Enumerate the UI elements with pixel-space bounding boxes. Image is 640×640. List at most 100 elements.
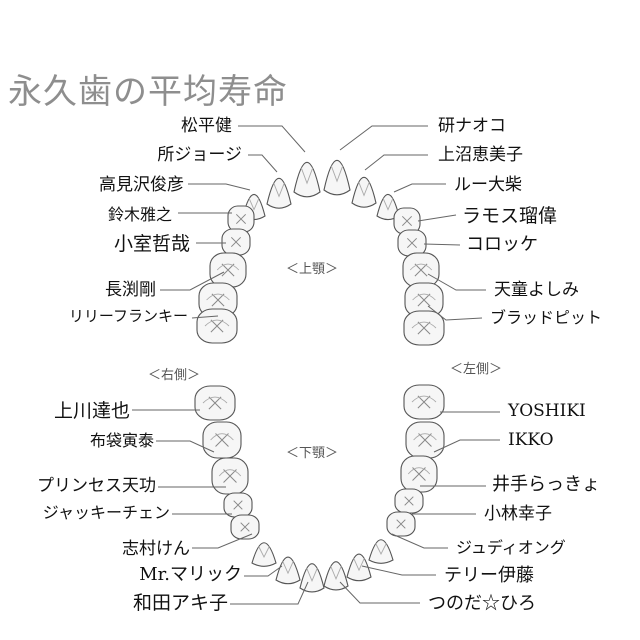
- lower-right-tooth-4-fissure: [233, 500, 243, 510]
- upper-right-tooth-6-cusp: [216, 263, 240, 271]
- lower-right-tooth-2-fissure: [215, 433, 229, 447]
- upper-left-label-3: ルー大柴: [454, 175, 522, 195]
- upper-left-tooth-6-cusp: [409, 263, 433, 271]
- lower-left-label-5: ジュディオング: [456, 538, 566, 557]
- lower-right-tooth-2-cusp: [210, 433, 234, 441]
- upper-left-tooth-2-groove: [358, 181, 370, 197]
- lower-left-label-6: テリー伊藤: [444, 565, 534, 586]
- upper-right-tooth-7-fissure: [211, 293, 225, 307]
- leader-line-3: [188, 183, 251, 191]
- lower-right-label-1: 上川達也: [53, 400, 130, 422]
- upper-left-label-6: 天童よしみ: [494, 280, 579, 300]
- lower-right-tooth-6: [251, 542, 277, 567]
- upper-right-tooth-8-cusp: [204, 319, 230, 327]
- lower-right-tooth-7: [275, 556, 301, 585]
- lower-right-tooth-3-cusp: [218, 469, 242, 477]
- leader-line-16: [156, 440, 215, 453]
- lower-right-tooth-6-groove: [258, 546, 270, 559]
- upper-right-tooth-3-groove: [248, 198, 260, 211]
- leader-line-19: [192, 533, 253, 549]
- lower-right-tooth-1-cusp: [202, 396, 228, 404]
- lower-left-tooth-7-groove: [353, 558, 365, 572]
- lower-left-label-3: 井手らっきょ: [492, 474, 600, 495]
- leader-line-2: [248, 154, 278, 173]
- leader-line-1: [238, 125, 306, 153]
- upper-right-tooth-2-groove: [273, 182, 285, 198]
- leader-line-12: [423, 243, 461, 246]
- upper-left-label-7: ブラッドピット: [490, 308, 603, 327]
- upper-right-tooth-4-fissure: [235, 213, 247, 225]
- upper-left-tooth-7-cusp: [412, 293, 436, 301]
- lower-right-label-7: 和田アキ子: [132, 592, 228, 614]
- upper-left-tooth-1-groove: [330, 165, 344, 183]
- upper-left-label-1: 研ナオコ: [438, 116, 506, 136]
- leader-line-20: [244, 565, 283, 577]
- upper-left-tooth-1: [323, 159, 351, 196]
- lower-left-tooth-2-cusp: [413, 433, 437, 441]
- upper-left-tooth-3-groove: [382, 198, 394, 211]
- lower-right-label-3: プリンセス天功: [37, 476, 156, 496]
- upper-right-label-2: 所ジョージ: [157, 145, 242, 165]
- upper-right-label-5: 小室哲哉: [113, 233, 190, 255]
- upper-left-tooth-4-fissure: [401, 215, 413, 227]
- leader-line-6: [160, 271, 225, 291]
- upper-left-tooth-6-fissure: [414, 263, 428, 277]
- lower-left-tooth-3-fissure: [412, 467, 426, 481]
- chart-title: 永久歯の平均寿命: [8, 72, 288, 112]
- lower-left-tooth-1-fissure: [417, 395, 431, 409]
- lower-left-tooth-1-cusp: [411, 395, 437, 403]
- lower-right-tooth-1-fissure: [208, 396, 222, 410]
- lower-left-tooth-6: [368, 539, 394, 564]
- lower-left-label-1: YOSHIKI: [508, 401, 586, 421]
- lower-right-tooth-8: [299, 563, 325, 593]
- upper-left-label-2: 上沼恵美子: [438, 145, 523, 165]
- upper-left-tooth-2: [351, 177, 377, 208]
- lower-left-label-2: IKKO: [508, 430, 554, 450]
- upper-right-tooth-7-cusp: [206, 293, 230, 301]
- upper-right-tooth-1-groove: [300, 167, 314, 185]
- lower-right-tooth-7-groove: [282, 561, 294, 575]
- upper-jaw-label: ＜上顎＞: [286, 262, 339, 277]
- lower-left-tooth-3-cusp: [407, 467, 431, 475]
- upper-right-tooth-5-fissure: [230, 236, 242, 248]
- leader-line-13: [427, 273, 486, 291]
- leader-line-7: [191, 315, 219, 319]
- lower-right-tooth-8-groove: [306, 568, 318, 582]
- lower-right-label-6: Mr.マリック: [139, 564, 242, 585]
- upper-left-tooth-8-fissure: [417, 321, 431, 335]
- leader-line-8: [339, 125, 428, 151]
- lower-right-label-2: 布袋寅泰: [89, 431, 154, 450]
- upper-right-tooth-1: [293, 161, 321, 198]
- upper-left-tooth-8-cusp: [411, 321, 437, 329]
- lower-left-tooth-4-fissure: [404, 496, 414, 506]
- lower-left-tooth-6-groove: [375, 543, 387, 556]
- leader-line-28: [339, 581, 420, 604]
- upper-left-label-4: ラモス瑠偉: [462, 205, 558, 227]
- upper-left-label-5: コロッケ: [466, 234, 538, 255]
- upper-right-tooth-8-fissure: [210, 319, 224, 333]
- lower-left-tooth-2-fissure: [418, 433, 432, 447]
- leader-line-11: [417, 214, 457, 222]
- upper-right-tooth-6-fissure: [221, 263, 235, 277]
- leader-line-27: [361, 565, 436, 576]
- lower-left-label-7: つのだ☆ひろ: [428, 593, 536, 614]
- upper-left-tooth-7-fissure: [417, 293, 431, 307]
- leader-line-14: [427, 305, 483, 321]
- upper-right-label-4: 鈴木雅之: [107, 205, 172, 224]
- lower-left-tooth-8-groove: [330, 566, 342, 580]
- upper-left-tooth-5-fissure: [406, 237, 418, 249]
- upper-right-label-7: リリーフランキー: [68, 307, 188, 325]
- leader-line-9: [364, 154, 428, 171]
- lower-right-label-4: ジャッキーチェン: [42, 503, 170, 522]
- lower-right-tooth-5-fissure: [240, 522, 250, 532]
- leader-line-26: [391, 533, 448, 549]
- upper-right-label-3: 高見沢俊彦: [99, 175, 184, 195]
- lower-right-label-5: 志村けん: [122, 539, 190, 559]
- leader-line-23: [433, 439, 500, 453]
- left-side-label: ＜左側＞: [450, 362, 503, 377]
- lower-jaw-label: ＜下顎＞: [286, 446, 339, 461]
- leader-line-21: [230, 581, 309, 605]
- upper-right-label-1: 松平健: [181, 116, 232, 136]
